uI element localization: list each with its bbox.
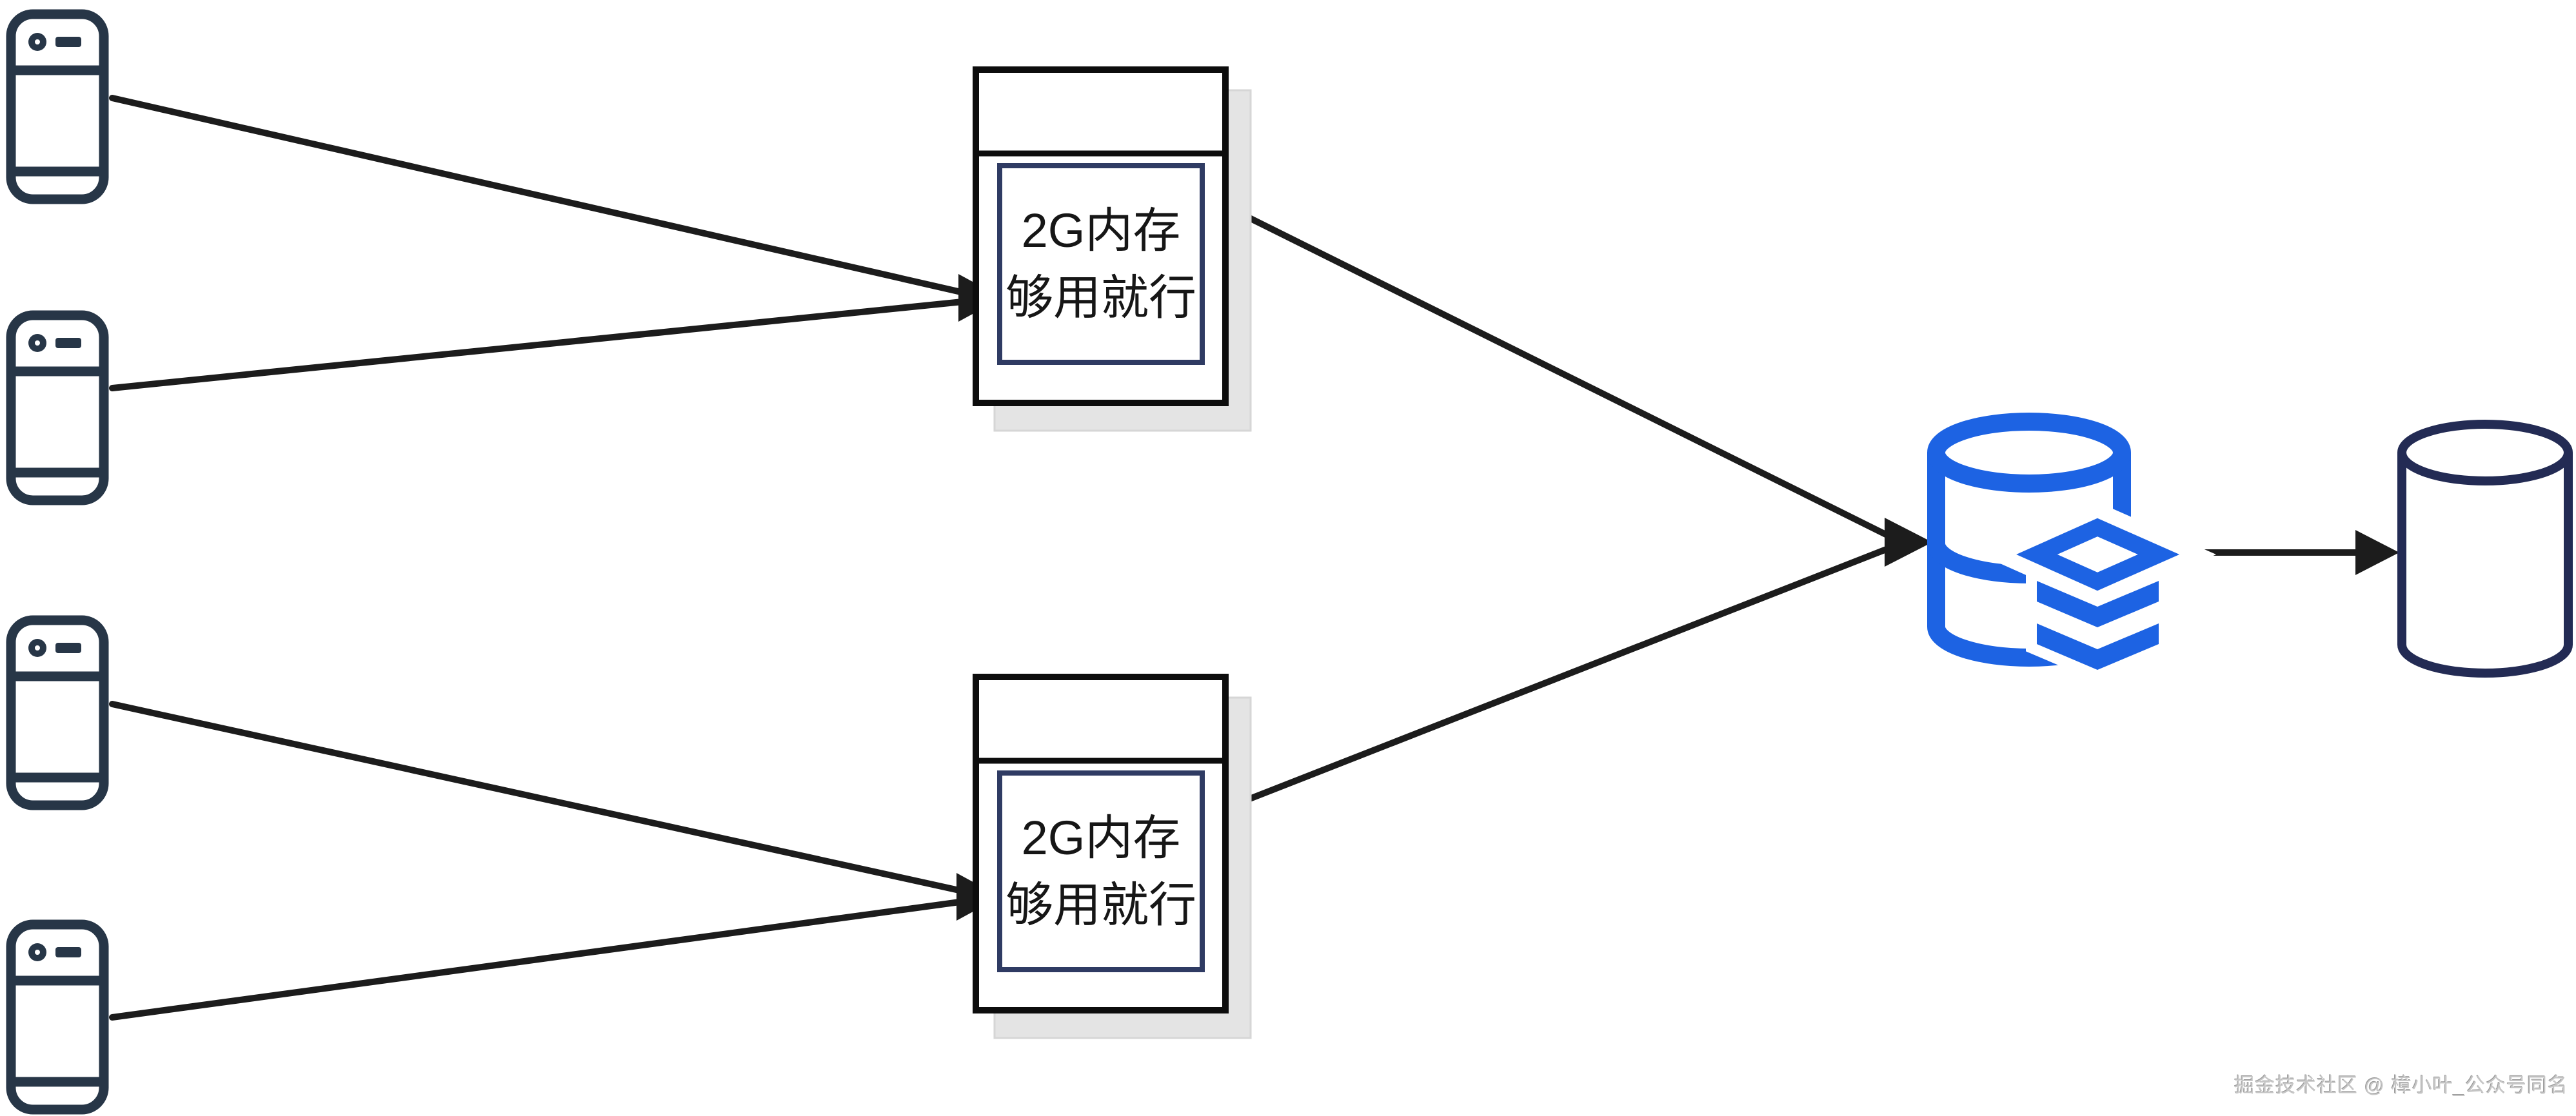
stack-layer-bottom: [2037, 623, 2159, 670]
arrow-phone1-to-server1: [109, 95, 978, 299]
phone-icon: [11, 925, 104, 1110]
stack-layer-top: [2016, 518, 2180, 591]
arrow-lines: [109, 95, 2369, 1021]
database-cylinder-icon: [2397, 420, 2573, 678]
database-stack-icon: [1927, 413, 2217, 682]
phone-icon: [11, 620, 104, 805]
client-phones: [11, 14, 104, 1110]
arrow-phone3-to-server2: [109, 701, 977, 897]
server2-memory-box: [997, 770, 1205, 972]
arrowhead-cache: [1885, 518, 1932, 567]
arrowhead-storage: [2355, 530, 2399, 575]
arrow-heads: [956, 274, 2399, 921]
arrow-phone2-to-server1: [109, 297, 978, 391]
server1-memory-label: 2G内存 够用就行: [1006, 203, 1196, 324]
server2-memory-label: 2G内存 够用就行: [1006, 810, 1196, 932]
watermark: 掘金技术社区 @ 樟小叶_公众号同名: [2234, 1074, 2568, 1097]
server-node-2: [973, 674, 1252, 1039]
phone-icon: [11, 14, 104, 199]
phone-icon: [11, 315, 104, 500]
arrow-server1-to-cache: [1227, 205, 1899, 543]
arrow-phone4-to-server2: [109, 897, 977, 1021]
stack-layer-middle: [2037, 581, 2159, 627]
server1-memory-box: [997, 163, 1205, 365]
arrow-server2-to-cache: [1227, 542, 1899, 810]
db-cylinder-top: [1927, 413, 2131, 493]
storage-cylinder-body: [2397, 453, 2573, 678]
storage-cylinder-top: [2397, 420, 2573, 485]
server-node-1: [973, 66, 1252, 432]
